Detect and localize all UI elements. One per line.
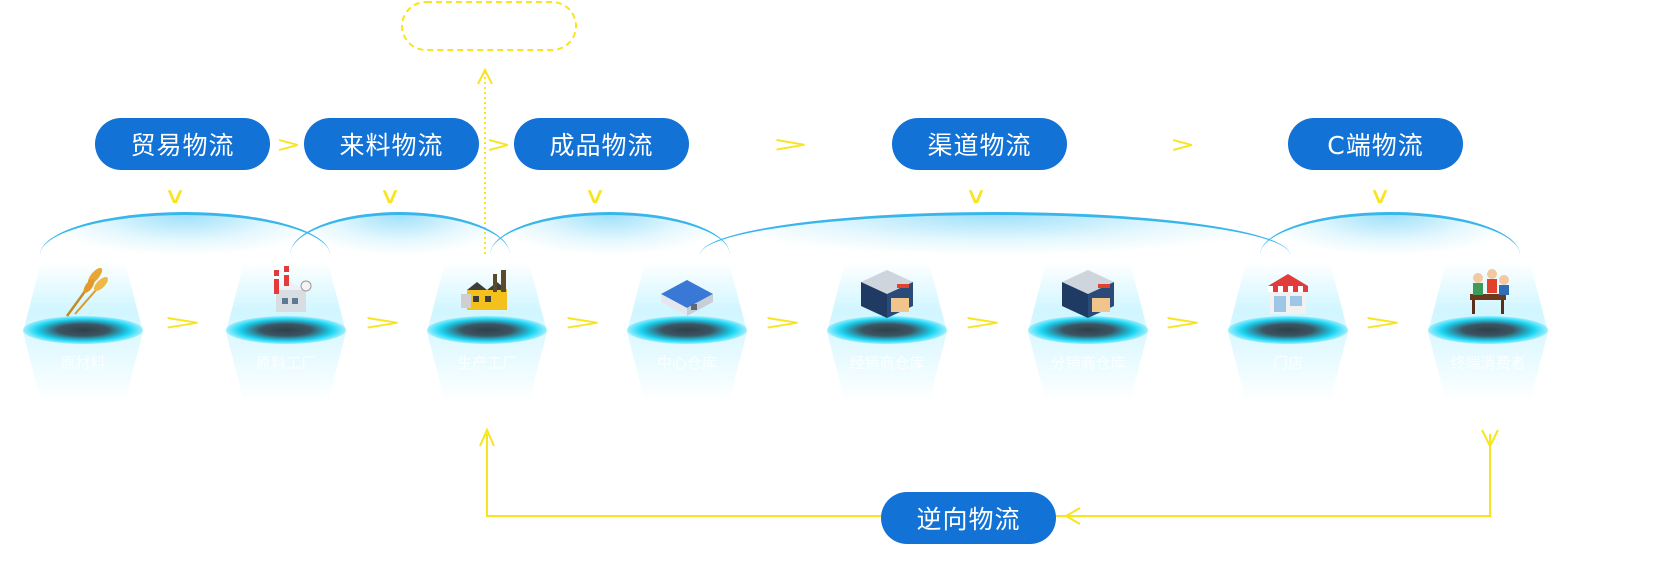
node-raw-material[interactable]: 原材料 [23, 262, 143, 402]
node-label: 分销商仓库 [1050, 354, 1126, 372]
chevron-right-icon: > [486, 131, 512, 158]
glow-arc-finished [490, 212, 730, 255]
distribution-center-icon [1062, 270, 1114, 318]
node-raw-material-factory[interactable]: 原料工厂 [226, 262, 346, 402]
store-icon [1268, 274, 1308, 314]
node-label: 生产工厂 [456, 354, 517, 372]
pill-reverse-logistics[interactable]: 逆向物流 [881, 492, 1056, 544]
chevron-down-icon: ∨ [583, 184, 607, 209]
factory-icon [274, 266, 312, 312]
glow-arc-channel [700, 212, 1290, 255]
wheat-icon [65, 267, 108, 317]
chevron-right-icon: > [1170, 131, 1196, 158]
arrow-right-icon: > [1162, 310, 1203, 335]
glow-arc-consumer [1260, 212, 1520, 255]
pill-trade-logistics[interactable]: 贸易物流 [95, 118, 270, 170]
node-central-warehouse[interactable]: 中心仓库 [627, 262, 747, 402]
pill-inbound-logistics[interactable]: 来料物流 [304, 118, 479, 170]
arrow-right-icon: > [1362, 310, 1403, 335]
consumer-icon [1470, 269, 1509, 314]
chevron-down-icon: ∨ [964, 184, 988, 209]
node-distributor-warehouse[interactable]: 分销商仓库 [1028, 262, 1148, 402]
node-store[interactable]: 门店 [1228, 262, 1348, 402]
chevron-down-icon: ∨ [163, 184, 187, 209]
pill-finished-goods-logistics[interactable]: 成品物流 [514, 118, 689, 170]
node-production-plant[interactable]: 生产工厂 [427, 262, 547, 402]
arrow-right-icon: > [562, 310, 603, 335]
glow-arc-trade [40, 212, 330, 255]
node-label: 中心仓库 [656, 354, 717, 372]
dashed-placeholder-box [401, 1, 577, 51]
chevron-right-icon: > [771, 132, 810, 157]
chevron-right-icon: > [276, 131, 302, 158]
node-label: 原材料 [60, 354, 106, 372]
arrow-right-icon: > [962, 310, 1003, 335]
chevron-down-icon: ∨ [378, 184, 402, 209]
chevron-down-icon: ∨ [1368, 184, 1392, 209]
manufacturing-plant-icon [461, 270, 507, 310]
node-label: 终端消费者 [1450, 354, 1526, 372]
distribution-center-icon [861, 270, 913, 318]
arrow-right-icon: > [162, 310, 203, 335]
node-label: 经销商仓库 [849, 354, 925, 372]
pill-channel-logistics[interactable]: 渠道物流 [892, 118, 1067, 170]
warehouse-icon [661, 280, 713, 316]
arrow-right-icon: > [762, 310, 803, 335]
node-label: 门店 [1272, 354, 1303, 372]
pill-c-end-logistics[interactable]: C端物流 [1288, 118, 1463, 170]
upward-dotted-connector [477, 67, 493, 254]
node-label: 原料工厂 [255, 354, 316, 372]
reverse-logistics-connector [479, 427, 1499, 525]
node-dealer-warehouse[interactable]: 经销商仓库 [827, 262, 947, 402]
arrow-right-icon: > [362, 310, 403, 335]
node-end-consumer[interactable]: 终端消费者 [1428, 262, 1548, 402]
